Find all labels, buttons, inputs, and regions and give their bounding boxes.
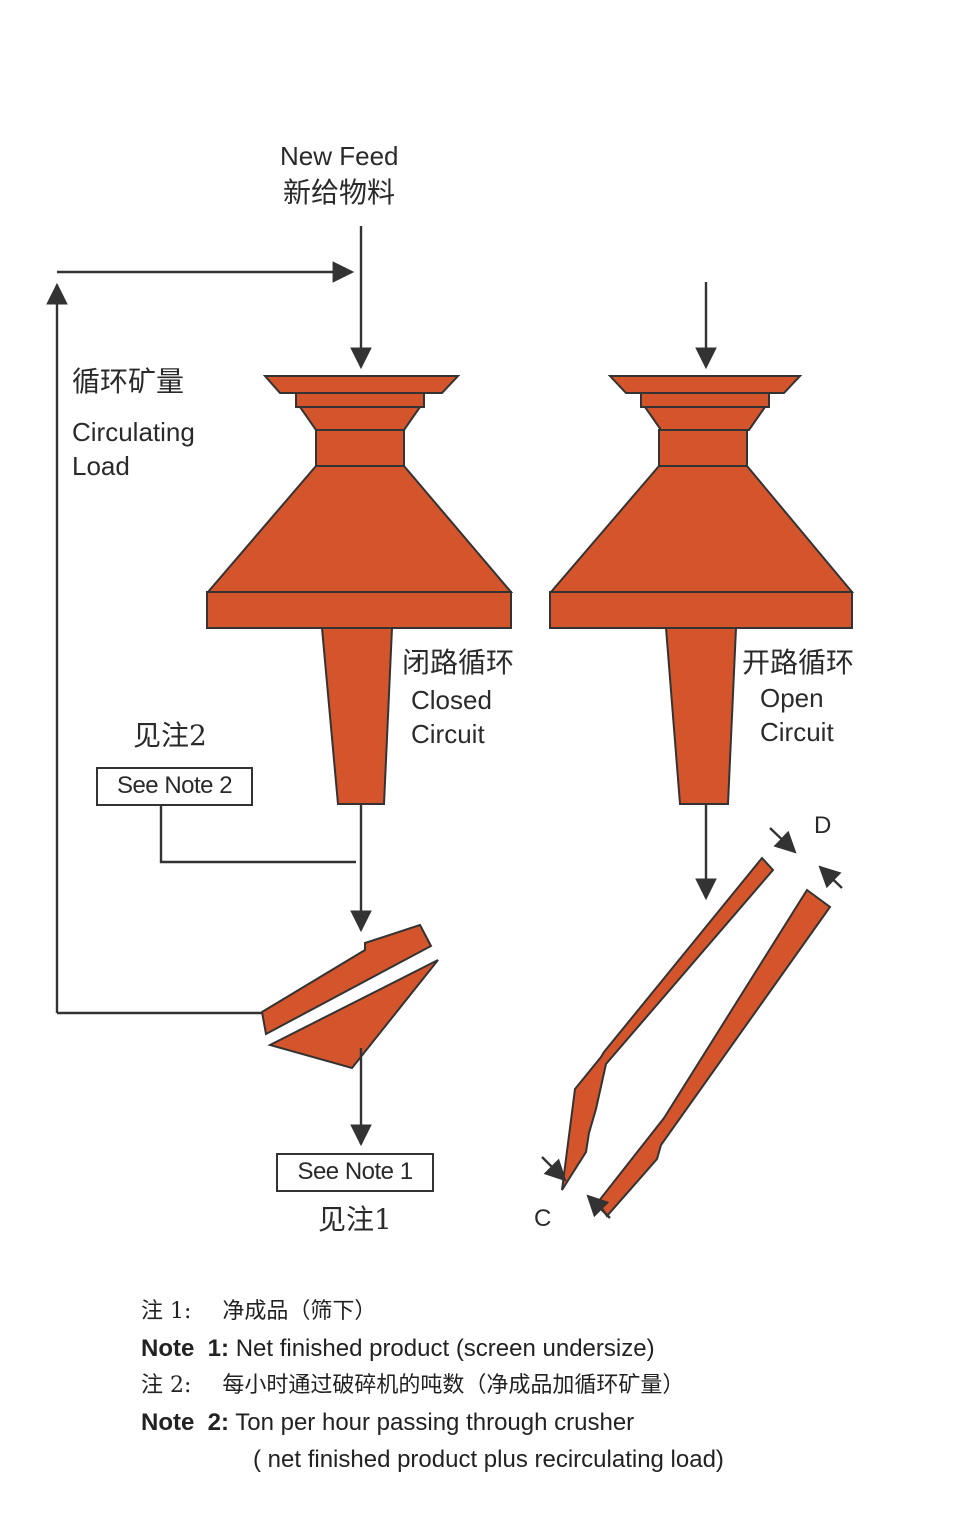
new-feed-label-zh: 新给物料 — [283, 176, 396, 209]
see-note-1-label-zh: 见注1 — [318, 1203, 392, 1236]
see-note-2-label-zh: 见注2 — [133, 719, 207, 752]
see-note-2-box: See Note 2 — [96, 767, 253, 806]
closed-circuit-label-zh: 闭路循环 — [402, 646, 515, 679]
open-circuit-label-2: Circuit — [760, 717, 834, 747]
note-2-zh-text: 每小时通过破碎机的吨数（净成品加循环矿量） — [222, 1373, 685, 1398]
circulating-load-label-1: Circulating — [72, 417, 195, 447]
closed-circuit-crusher — [205, 375, 514, 805]
note-1-zh-prefix: 注 1: — [141, 1299, 192, 1324]
note-2-en-prefix: Note 2: — [141, 1409, 230, 1436]
note-2-zh: 注 2: 每小时通过破碎机的吨数（净成品加循环矿量） — [141, 1369, 921, 1406]
closed-circuit-label-1: Closed — [411, 685, 492, 715]
dimension-d-label: D — [814, 812, 832, 839]
note-2-zh-prefix: 注 2: — [141, 1373, 192, 1398]
closed-circuit-label-2: Circuit — [411, 719, 485, 749]
note-1-zh-text: 净成品（筛下） — [222, 1299, 377, 1324]
closed-circuit-screen — [260, 923, 439, 1070]
open-circuit-label-zh: 开路循环 — [742, 646, 855, 679]
circulating-load-label-zh: 循环矿量 — [72, 365, 185, 398]
note-1-en-text: Net finished product (screen undersize) — [235, 1335, 655, 1362]
note-2-en: Note 2: Ton per hour passing through cru… — [141, 1406, 921, 1443]
see-note-1-box: See Note 1 — [276, 1153, 434, 1192]
note-2-en-text: Ton per hour passing through crusher — [235, 1409, 635, 1436]
open-circuit-crusher — [548, 375, 855, 805]
note-1-en-prefix: Note 1: — [141, 1335, 230, 1362]
note-2-en-continued: ( net finished product plus recirculatin… — [141, 1443, 921, 1480]
flow-lines — [46, 226, 843, 1219]
new-feed-label: New Feed — [280, 141, 399, 171]
open-circuit-label-1: Open — [760, 683, 824, 713]
note-1-zh: 注 1: 净成品（筛下） — [141, 1295, 921, 1332]
open-circuit-discharge-plates — [561, 856, 832, 1218]
notes-block: 注 1: 净成品（筛下） Note 1: Net finished produc… — [141, 1295, 921, 1480]
note-2-en-text-2: ( net finished product plus recirculatin… — [253, 1446, 724, 1473]
note-1-en: Note 1: Net finished product (screen und… — [141, 1332, 921, 1369]
dimension-c-label: C — [534, 1205, 552, 1232]
circulating-load-label-2: Load — [72, 451, 130, 481]
